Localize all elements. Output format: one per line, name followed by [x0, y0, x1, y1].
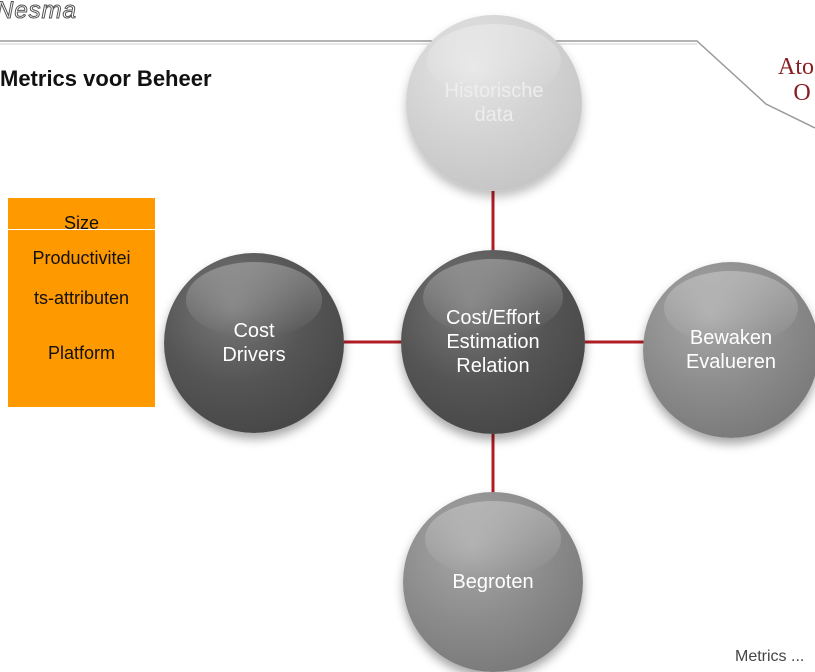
node-bewaken-line-2: Evalueren: [685, 351, 777, 373]
brand-line-1: Ato: [778, 54, 814, 80]
node-cost-effort-estimation: Cost/Effort Estimation Relation: [401, 250, 585, 434]
node-bewaken-line-1: Bewaken: [689, 327, 773, 349]
attribute-size: Size: [63, 213, 99, 233]
footer-text: Metrics ...: [735, 648, 805, 665]
attribute-productivity-2: ts-attributen: [33, 288, 130, 308]
attribute-platform: Platform: [47, 343, 116, 363]
node-historical-data: Historische data: [406, 15, 582, 191]
node-historical-data-line-1: Historische: [444, 80, 544, 102]
attribute-productivity-1: Productivitei: [32, 248, 131, 268]
nesma-logo: Nesma: [0, 0, 78, 25]
node-center-line-1: Cost/Effort: [445, 307, 541, 329]
node-cost-drivers: Cost Drivers: [164, 253, 344, 433]
node-center-line-3: Relation: [456, 355, 530, 377]
page-title: Metrics voor Beheer: [0, 66, 212, 91]
attributes-box: Size Productivitei ts-attributen Platfor…: [8, 198, 155, 407]
node-cost-drivers-line-1: Cost: [233, 320, 275, 342]
node-center-line-2: Estimation: [446, 331, 540, 353]
brand-line-2: O: [793, 80, 811, 106]
brand-logo-text: Ato O: [778, 54, 814, 106]
node-begroten-line-1: Begroten: [452, 571, 534, 593]
node-bewaken-evalueren: Bewaken Evalueren: [643, 262, 815, 438]
node-begroten: Begroten: [403, 492, 583, 672]
node-cost-drivers-line-2: Drivers: [222, 344, 286, 366]
header-rule: [0, 40, 815, 129]
node-historical-data-line-2: data: [474, 104, 514, 126]
attribute-divider: [8, 229, 155, 230]
